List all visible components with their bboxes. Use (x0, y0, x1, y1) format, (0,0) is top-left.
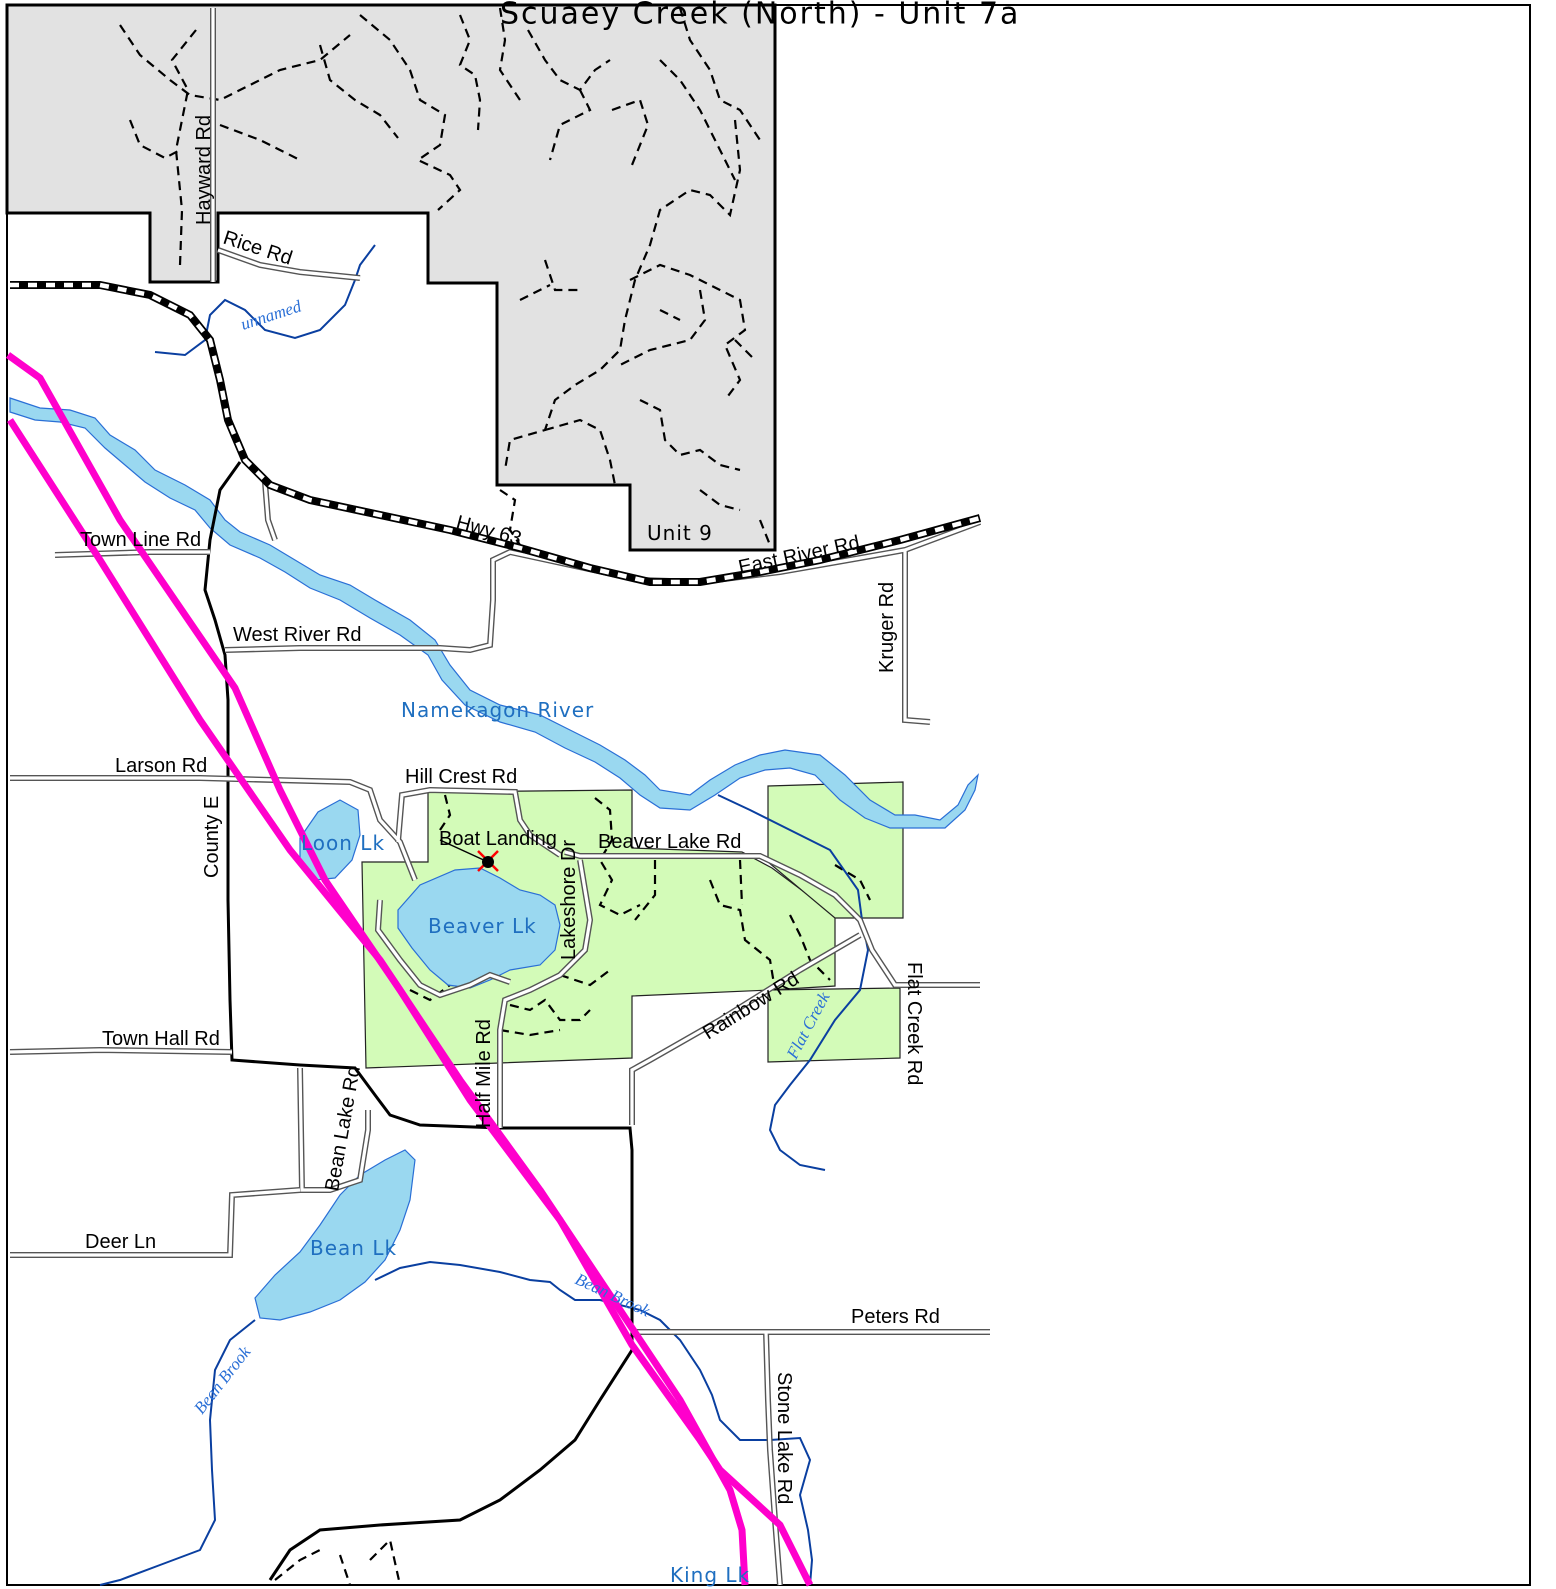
bean-lake-shape (254, 1149, 416, 1321)
label-town-hall-rd: Town Hall Rd (102, 1028, 220, 1050)
boundary-lines (203, 461, 634, 1581)
label-half-mile-rd: Half Mile Rd (473, 1019, 495, 1128)
label-king-lk: King Lk (670, 1563, 750, 1587)
powerline (5, 352, 814, 1587)
label-west-river-rd: West River Rd (233, 624, 362, 646)
green-parcels (361, 781, 904, 1069)
label-peters-rd: Peters Rd (851, 1306, 940, 1328)
namekagon-river (9, 397, 979, 829)
label-larson-rd: Larson Rd (115, 755, 207, 777)
county-e-road (203, 461, 634, 1581)
trails-north (119, 7, 772, 546)
label-beaver-lake-rd: Beaver Lake Rd (598, 831, 741, 853)
bean-brook-south (99, 1319, 256, 1586)
green-parcel-se (767, 987, 901, 1063)
boat-landing-marker[interactable] (439, 839, 499, 872)
label-boat-landing: Boat Landing (439, 828, 557, 850)
label-bean-lk: Bean Lk (310, 1236, 397, 1260)
label-flat-creek-rd: Flat Creek Rd (903, 962, 925, 1085)
label-namekagon-river: Namekagon River (401, 698, 594, 722)
label-deer-ln: Deer Ln (85, 1231, 156, 1253)
label-lakeshore-dr: Lakeshore Dr (558, 840, 580, 960)
label-county-e: County E (201, 796, 223, 878)
flat-creek-stream (717, 794, 870, 1171)
label-loon-lk: Loon Lk (301, 831, 385, 855)
label-kruger-rd: Kruger Rd (876, 582, 898, 673)
label-town-line-rd: Town Line Rd (80, 529, 201, 551)
label-beaver-lk: Beaver Lk (428, 914, 537, 938)
roads-inner (9, 8, 990, 1586)
label-unit-9: Unit 9 (647, 521, 713, 545)
label-hayward-rd: Hayward Rd (193, 115, 215, 225)
label-stone-lake-rd: Stone Lake Rd (773, 1372, 795, 1504)
map-title: Scuaey Creek (North) - Unit 7a (500, 0, 1020, 32)
gray-unit-area (5, 3, 777, 552)
label-hill-crest-rd: Hill Crest Rd (405, 766, 517, 788)
hwy-63-line-inner (10, 282, 981, 585)
